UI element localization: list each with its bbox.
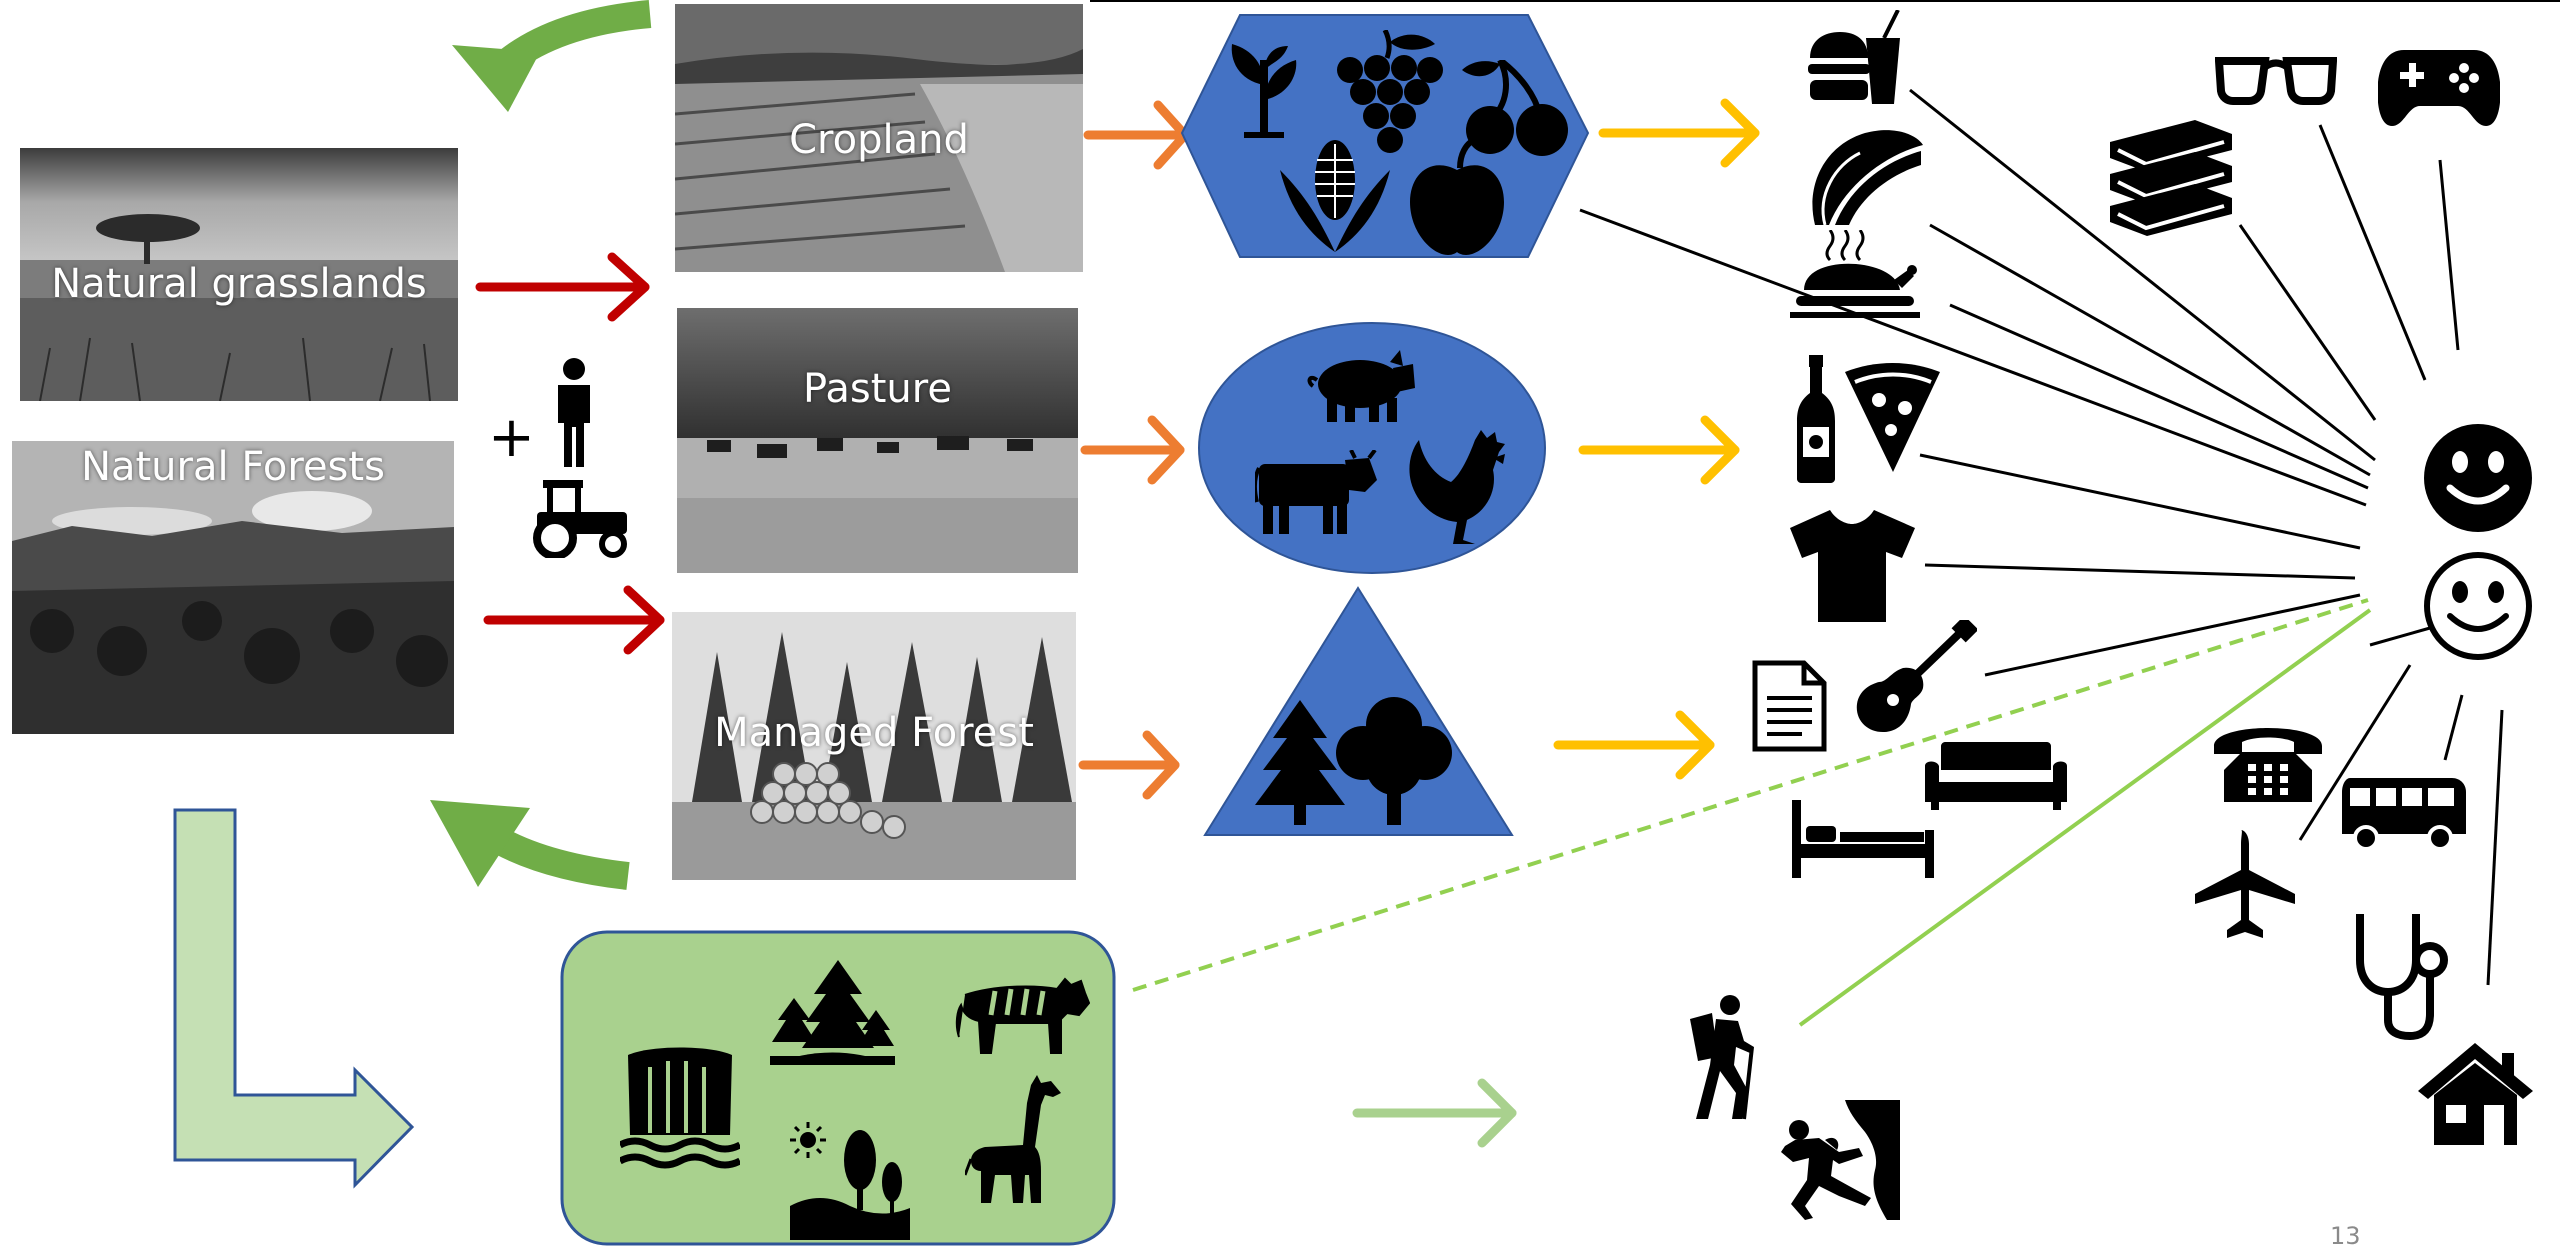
rooster-icon (1409, 430, 1505, 544)
glasses-icon (2215, 57, 2337, 105)
connector-line (1909, 88, 2376, 462)
connector-line (2238, 224, 2377, 421)
tractor-icon (533, 480, 627, 558)
red-arrow-forests-to-managed (483, 585, 665, 655)
roast-chicken-icon (1790, 230, 1920, 318)
cow-icon (1255, 450, 1377, 534)
grapes-icon (1337, 30, 1443, 153)
smiley-icon (2424, 424, 2532, 532)
fast-food-icon (1808, 10, 1900, 104)
managed-forest-label: Managed Forest (714, 710, 1034, 756)
connector-line (1919, 453, 2361, 550)
pizza-icon (1845, 363, 1940, 472)
guitar-icon (1856, 620, 1977, 732)
landscape-icon (790, 1122, 910, 1240)
green-curved-arrow-bottom (430, 800, 630, 890)
climber-icon (1781, 1100, 1900, 1220)
yellow-arrows (1553, 98, 1760, 780)
cropland-label: Cropland (789, 117, 969, 163)
bed-icon (1792, 800, 1934, 878)
plant-icon (1231, 44, 1297, 138)
waterfall-icon (620, 1047, 740, 1169)
dashed-green-connector (1132, 598, 2369, 992)
connector-lines (1579, 88, 2504, 986)
solid-green-connector (1798, 608, 2372, 1027)
connector-line (1924, 563, 2356, 580)
pig-icon (1307, 350, 1415, 422)
hiker-icon (1690, 995, 1754, 1120)
taco-icon (1812, 130, 1923, 226)
bus-icon (2342, 778, 2466, 851)
natural-grasslands-photo: Natural grasslands (20, 148, 458, 401)
natural-forests-photo: Natural Forests (12, 441, 454, 734)
connector-line (2318, 124, 2427, 381)
connector-line (2438, 159, 2460, 351)
corn-icon (1280, 140, 1390, 252)
conifer-tree-icon (1255, 700, 1345, 825)
orange-arrows (1078, 100, 1190, 800)
giraffe-icon (965, 1075, 1061, 1203)
stethoscope-icon (2356, 914, 2448, 1040)
connector-line (1579, 208, 2367, 507)
connector-line (1984, 593, 2361, 677)
red-arrow-grasslands-to-cropland (475, 252, 650, 322)
connector-line (1929, 223, 2371, 477)
apple-icon (1410, 140, 1504, 255)
document-icon (1752, 660, 1827, 752)
green-curved-arrow-top (452, 0, 652, 112)
wine-bottle-icon (1797, 355, 1835, 483)
deciduous-tree-icon (1336, 697, 1452, 825)
sofa-icon (1925, 742, 2067, 810)
cropland-photo: Cropland (675, 4, 1083, 272)
airplane-icon (2195, 830, 2295, 938)
pasture-label: Pasture (803, 366, 952, 412)
pasture-photo: Pasture (677, 308, 1078, 573)
plus-sign: + (488, 405, 535, 470)
page-number: 13 (2330, 1222, 2361, 1250)
managed-forest-photo: Managed Forest (672, 612, 1076, 880)
connector-line (1949, 303, 2369, 490)
books-icon (2110, 120, 2232, 236)
tiger-icon (955, 977, 1090, 1054)
telephone-icon (2214, 728, 2322, 802)
connector-line (2298, 664, 2412, 841)
top-border-line (1090, 0, 2560, 2)
natural-grasslands-label: Natural grasslands (51, 261, 427, 307)
t-shirt-icon (1790, 510, 1915, 622)
cherries-icon (1462, 60, 1568, 156)
smiley-outline-icon (2424, 552, 2532, 660)
connector-line (2486, 709, 2504, 986)
person-icon (558, 358, 590, 467)
connector-line (2369, 626, 2431, 647)
natural-forests-label: Natural Forests (81, 444, 385, 490)
forest-icon (770, 960, 895, 1065)
gamepad-icon (2378, 50, 2500, 126)
connector-line (2443, 694, 2464, 761)
light-green-arrow (1352, 1078, 1517, 1148)
bend-arrow (173, 808, 415, 1189)
house-icon (2418, 1043, 2533, 1145)
